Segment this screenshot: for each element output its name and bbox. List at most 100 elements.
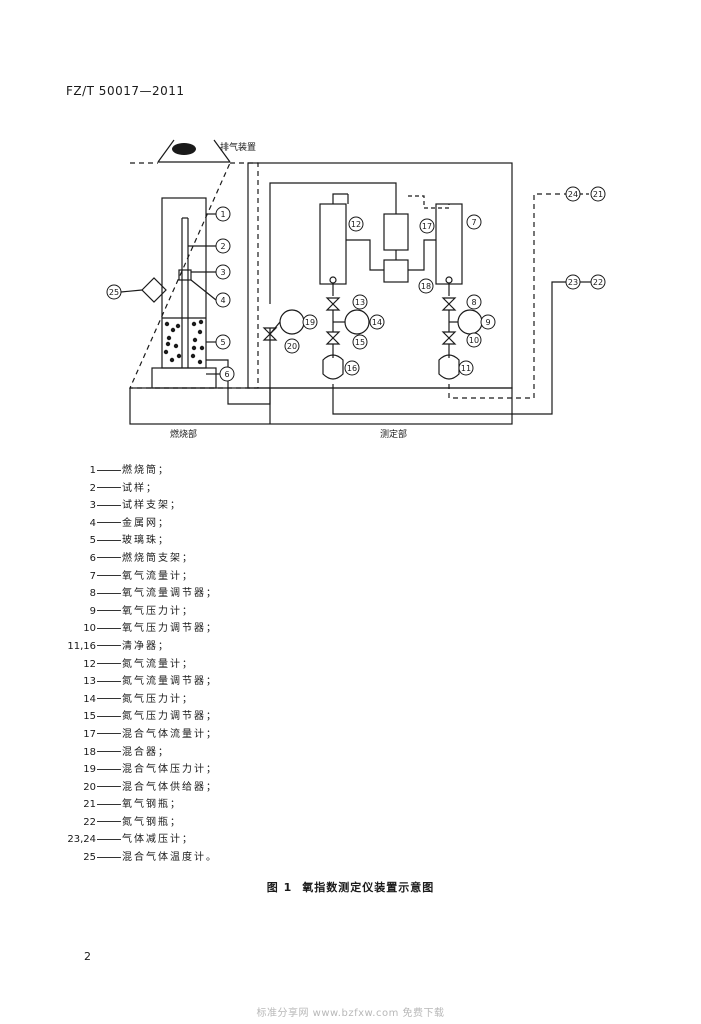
callout-12: 12	[351, 220, 361, 229]
oxygen-flowmeter	[435, 203, 463, 285]
legend-dash	[97, 786, 121, 788]
thermometer	[141, 277, 167, 303]
legend-text: 燃烧筒支架；	[122, 552, 194, 564]
callout-24: 24	[568, 190, 578, 199]
legend-number: 8	[89, 588, 96, 600]
cylinder-stand	[151, 367, 217, 389]
legend-text: 混合气体供给器；	[122, 781, 218, 793]
purifier-11	[438, 354, 460, 380]
legend-dash	[97, 838, 121, 840]
oxygen-index-apparatus-diagram: 1 2 3 4 5 6 7 8 9 10 11 12 13 14 15 16 1…	[106, 139, 606, 440]
legend-number: 18	[83, 746, 96, 758]
legend-text: 氮气流量计；	[122, 658, 194, 670]
measurement-section-label: 测定部	[380, 428, 407, 440]
legend-item: 19 混合气体压力计；	[40, 761, 340, 779]
legend-dash	[97, 768, 121, 770]
legend-item: 2 试样；	[40, 480, 340, 498]
legend-number: 20	[83, 781, 96, 793]
legend-dash	[97, 487, 121, 489]
legend-dash	[97, 504, 121, 506]
figure-caption: 图 1 氧指数测定仪装置示意图	[0, 879, 701, 895]
legend-text: 试样支架；	[122, 500, 182, 512]
legend-text: 燃烧筒；	[122, 465, 170, 476]
callout-5: 5	[220, 338, 225, 347]
legend-dash	[97, 680, 121, 682]
legend-item: 10 氧气压力调节器；	[40, 620, 340, 638]
legend-dash	[97, 557, 121, 559]
legend-text: 氮气压力调节器；	[122, 711, 218, 723]
figure-title: 氧指数测定仪装置示意图	[302, 881, 435, 894]
exhaust-label: 排气装置	[220, 141, 256, 153]
callout-8: 8	[471, 298, 476, 307]
legend-number: 17	[83, 728, 96, 740]
legend-text: 氧气流量计；	[122, 570, 194, 582]
callout-21: 21	[593, 190, 603, 199]
callout-11: 11	[461, 364, 471, 373]
callout-4: 4	[220, 296, 225, 305]
legend-number: 12	[83, 658, 96, 670]
legend-item: 15 氮气压力调节器；	[40, 708, 340, 726]
legend-item: 8 氧气流量调节器；	[40, 585, 340, 603]
legend-text: 氧气流量调节器；	[122, 588, 218, 600]
base-platform	[129, 387, 513, 425]
legend-text: 氮气钢瓶；	[122, 816, 182, 828]
legend-number: 13	[83, 676, 96, 688]
watermark: 标准分享网 www.bzfxw.com 免费下载	[256, 1008, 445, 1019]
legend-number: 4	[89, 517, 96, 529]
figure-label: 图 1	[266, 881, 293, 894]
legend-dash	[97, 733, 121, 735]
legend-dash	[97, 627, 121, 629]
legend-item: 5 玻璃珠；	[40, 532, 340, 550]
callout-7: 7	[471, 218, 476, 227]
legend-number: 6	[89, 552, 96, 564]
legend-dash	[97, 698, 121, 700]
legend-item: 6 燃烧筒支架；	[40, 550, 340, 568]
legend-dash	[97, 821, 121, 823]
standard-code: FZ/T 50017—2011	[66, 84, 185, 98]
callout-25: 25	[109, 288, 119, 297]
callout-15: 15	[355, 338, 365, 347]
callout-16: 16	[347, 364, 357, 373]
callout-19: 19	[305, 318, 315, 327]
legend-text: 氧气压力计；	[122, 605, 194, 617]
legend-number: 21	[83, 799, 96, 811]
legend-dash	[97, 751, 121, 752]
legend-number: 19	[83, 764, 96, 776]
legend-number: 10	[83, 623, 96, 635]
callout-6: 6	[224, 370, 229, 379]
legend-number: 23,24	[67, 834, 96, 846]
callout-22: 22	[593, 278, 603, 287]
legend-dash	[97, 592, 121, 594]
legend-dash	[97, 539, 121, 541]
page-number: 2	[84, 950, 91, 963]
legend-text: 试样；	[122, 482, 158, 494]
legend-number: 15	[83, 711, 96, 723]
callout-20: 20	[287, 342, 297, 351]
legend-number: 3	[89, 500, 96, 512]
callout-1: 1	[220, 210, 225, 219]
legend-text: 清净器；	[122, 640, 170, 652]
nitrogen-flowmeter	[319, 203, 347, 285]
legend-number: 5	[89, 535, 96, 547]
legend-text: 氮气压力计；	[122, 693, 194, 705]
legend-text: 氧气压力调节器；	[122, 623, 218, 635]
oxygen-pressure-gauge	[457, 309, 483, 335]
legend-dash	[97, 715, 121, 717]
legend-text: 玻璃珠；	[122, 535, 170, 547]
legend-text: 氮气流量调节器；	[122, 676, 218, 688]
callout-18: 18	[421, 282, 431, 291]
legend-number: 2	[89, 482, 96, 494]
legend-item: 20 混合气体供给器；	[40, 779, 340, 797]
legend-item: 13 氮气流量调节器；	[40, 673, 340, 691]
legend-number: 22	[83, 816, 96, 828]
legend-text: 混合气体压力计；	[122, 764, 218, 776]
nitrogen-pressure-gauge	[344, 309, 370, 335]
legend-dash	[97, 856, 121, 858]
mixer	[383, 259, 409, 283]
